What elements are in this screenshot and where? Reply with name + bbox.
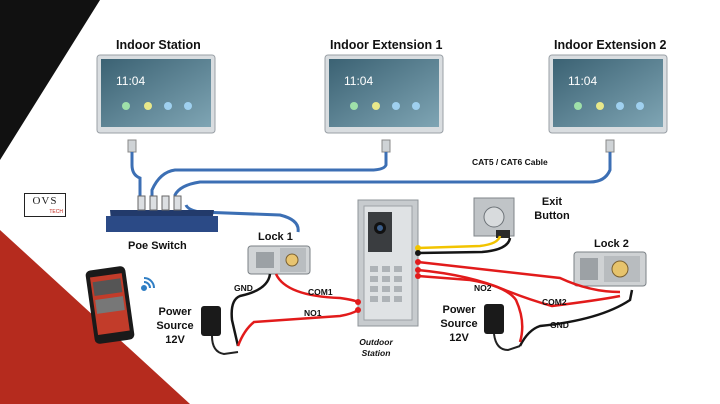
- com2-label: COM2: [542, 297, 567, 307]
- power-adapter-left: [201, 306, 239, 356]
- gnd-right-label: GND: [550, 320, 569, 330]
- lock-2-label: Lock 2: [594, 238, 629, 250]
- power-adapter-right: [484, 304, 521, 352]
- indoor-extension-1-monitor: [324, 54, 444, 134]
- indoor-station-monitor: [96, 54, 216, 134]
- ovs-tech-logo: OVS TECH: [24, 193, 66, 217]
- power-right-line2: Source: [440, 318, 478, 330]
- power-right-line3: 12V: [449, 332, 469, 344]
- network-cables: [130, 152, 612, 233]
- ethernet-plug-icon: [127, 139, 615, 153]
- lock-2: [573, 251, 647, 287]
- no2-label: NO2: [474, 283, 492, 293]
- wire-terminals: [355, 245, 421, 313]
- indoor-extension-2-time: 11:04: [568, 74, 598, 88]
- power-left-line2: Source: [156, 320, 194, 332]
- black-corner-band: [0, 0, 100, 160]
- com1-label: COM1: [308, 287, 333, 297]
- indoor-extension-2-label: Indoor Extension 2: [554, 38, 667, 52]
- wifi-icon: [141, 277, 155, 291]
- power-left-line3: 12V: [165, 334, 185, 346]
- smartphone-icon: [85, 266, 135, 344]
- logo-main-text: OVS: [32, 195, 58, 207]
- lock-1-label: Lock 1: [258, 231, 293, 243]
- cable-label: CAT5 / CAT6 Cable: [472, 157, 548, 167]
- no1-label: NO1: [304, 308, 322, 318]
- poe-switch: [106, 195, 218, 232]
- outdoor-station-label-line1: Outdoor: [359, 337, 393, 347]
- outdoor-station: [357, 199, 419, 327]
- power-right-line1: Power: [442, 304, 476, 316]
- indoor-station-label: Indoor Station: [116, 38, 201, 52]
- wiring: [230, 235, 634, 347]
- exit-button-label-line2: Button: [534, 210, 570, 222]
- indoor-extension-1-time: 11:04: [344, 74, 374, 88]
- poe-switch-label: Poe Switch: [128, 240, 187, 252]
- logo-sub-text: TECH: [49, 209, 63, 215]
- gnd-left-label: GND: [234, 283, 253, 293]
- indoor-extension-1-label: Indoor Extension 1: [330, 38, 443, 52]
- exit-button-label-line1: Exit: [541, 196, 563, 208]
- power-left-line1: Power: [158, 306, 192, 318]
- lock-1: [247, 245, 311, 275]
- indoor-station-time: 11:04: [116, 74, 146, 88]
- outdoor-station-label-line2: Station: [361, 348, 391, 358]
- exit-button: [473, 197, 515, 238]
- indoor-extension-2-monitor: [548, 54, 668, 134]
